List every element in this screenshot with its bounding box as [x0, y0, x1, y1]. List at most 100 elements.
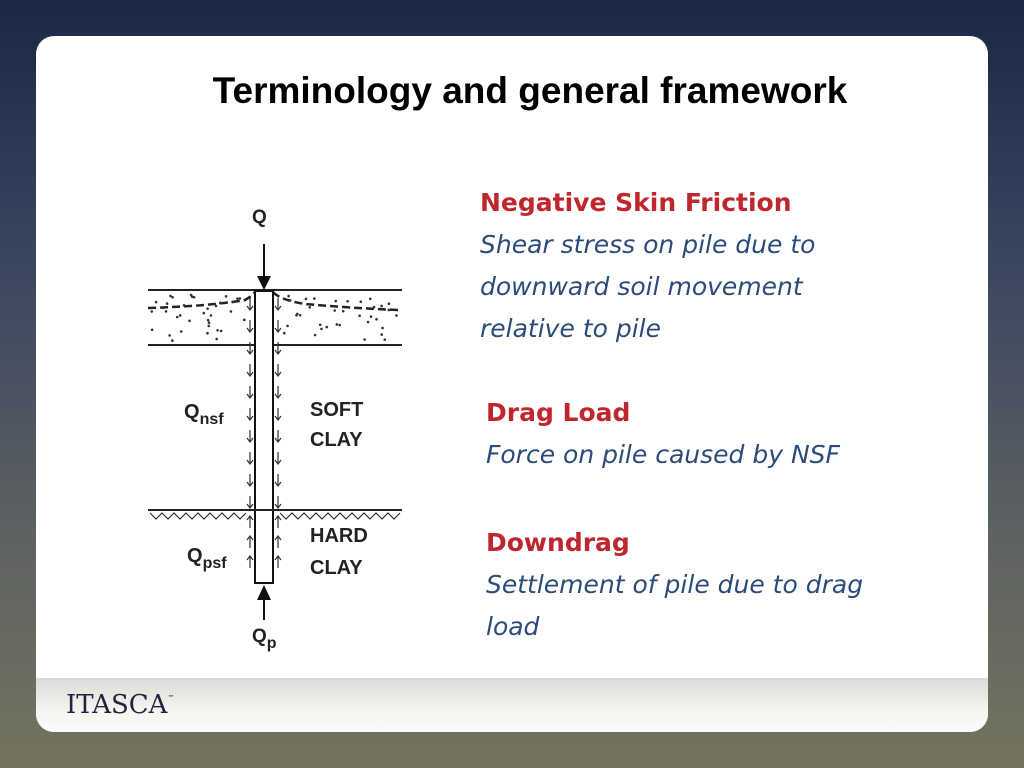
sand-dot	[188, 319, 191, 323]
definition-line: Force on pile caused by NSF	[486, 440, 840, 469]
sand-dot	[216, 328, 219, 332]
trademark: ™	[167, 694, 175, 702]
sand-dot	[313, 297, 316, 300]
negative-friction-arrow	[274, 430, 282, 443]
logo-text: ITASCA	[66, 690, 168, 720]
sand-dot	[224, 295, 228, 298]
label-hard-clay: CLAY	[310, 557, 363, 579]
sand-dot	[238, 297, 242, 300]
definition-line: Settlement of pile due to drag	[486, 570, 864, 599]
sand-dot	[372, 305, 376, 309]
sand-dot	[304, 297, 308, 301]
sand-dot	[171, 295, 174, 299]
negative-friction-arrow	[274, 452, 282, 465]
sand-dot	[242, 318, 246, 322]
sand-dot	[338, 323, 342, 327]
sand-dot	[165, 302, 169, 305]
definition-line: load	[486, 612, 540, 641]
sand-dot	[236, 297, 239, 300]
sand-dot	[318, 323, 322, 327]
term-heading: Drag Load	[486, 398, 631, 427]
pile-diagram: Q Qnsf Qpsf SOFT CLAY HARD CLAY Qp	[147, 207, 402, 652]
sand-dot	[335, 323, 339, 326]
sand-dot	[368, 297, 372, 301]
sand-dot	[189, 293, 193, 297]
negative-friction-arrow	[246, 452, 254, 465]
sand-dot	[287, 294, 290, 298]
definition-line: relative to pile	[480, 314, 661, 343]
negative-friction-arrow	[246, 364, 254, 377]
sand-dot	[286, 324, 289, 328]
positive-friction-arrow	[274, 555, 282, 568]
label-q: Q	[252, 207, 267, 228]
sand-dot	[387, 302, 391, 306]
sand-dot	[381, 326, 384, 330]
sand-dot	[282, 331, 286, 335]
load-arrowhead	[257, 276, 271, 290]
sand-dot	[358, 314, 361, 318]
negative-friction-arrow	[274, 408, 282, 421]
label-soft-clay: CLAY	[310, 429, 363, 451]
sand-dot	[383, 338, 387, 341]
sand-dot	[369, 315, 373, 318]
definition-nsf: Negative Skin Friction Shear stress on p…	[480, 182, 815, 350]
positive-friction-arrow	[274, 535, 282, 548]
itasca-logo: ITASCA™	[66, 690, 174, 720]
sand-dot	[298, 313, 302, 317]
negative-friction-arrow	[246, 408, 254, 421]
sand-dot	[341, 309, 345, 313]
label-hard: HARD	[310, 525, 368, 547]
sand-dot	[395, 314, 398, 317]
positive-friction-arrow	[246, 535, 254, 548]
sand-dot	[150, 310, 154, 313]
sand-dot	[182, 303, 186, 307]
sand-dot	[161, 306, 165, 310]
sand-dot	[164, 310, 168, 313]
sand-dot	[219, 329, 223, 333]
term-heading: Downdrag	[486, 528, 630, 557]
friction-arrows	[246, 298, 282, 568]
sand-dot	[359, 300, 363, 303]
sand-dots	[150, 293, 398, 342]
definition-downdrag: Downdrag Settlement of pile due to drag …	[486, 522, 863, 648]
sand-dot	[334, 299, 338, 303]
sand-dot	[325, 325, 329, 329]
negative-friction-arrow	[274, 386, 282, 399]
sand-dot	[207, 324, 211, 328]
sand-dot	[333, 309, 337, 312]
sand-dot	[206, 307, 209, 310]
slide-card: ITASCA™	[36, 36, 988, 732]
sand-dot	[313, 333, 317, 337]
sand-dot	[178, 314, 182, 317]
settlement-dashed-line	[147, 291, 399, 312]
definition-line: downward soil movement	[480, 272, 803, 301]
negative-friction-arrow	[246, 386, 254, 399]
sand-dot	[380, 304, 383, 308]
negative-friction-arrow	[246, 474, 254, 487]
sand-dot	[169, 294, 172, 298]
sand-dot	[288, 299, 292, 302]
sand-dot	[179, 330, 183, 333]
sand-dot	[380, 333, 384, 336]
sand-dot	[308, 306, 312, 309]
sand-dot	[171, 339, 174, 342]
sand-dot	[206, 331, 209, 335]
sand-dot	[175, 315, 179, 319]
sand-dot	[154, 300, 158, 304]
sand-dot	[295, 313, 298, 317]
label-qnsf: Qnsf	[184, 401, 224, 428]
page-title: Terminology and general framework	[212, 70, 848, 111]
negative-friction-arrow	[274, 342, 282, 355]
label-qp: Qp	[252, 626, 277, 652]
sand-dot	[218, 301, 222, 305]
sand-dot	[150, 328, 154, 332]
definition-drag-load: Drag Load Force on pile caused by NSF	[486, 392, 840, 476]
sand-dot	[346, 299, 349, 303]
negative-friction-arrow	[274, 496, 282, 509]
negative-friction-arrow	[246, 320, 254, 333]
sand-dot	[363, 338, 366, 341]
negative-friction-arrow	[246, 342, 254, 355]
negative-friction-arrow	[274, 474, 282, 487]
sand-dot	[375, 317, 378, 321]
sand-dot	[229, 310, 233, 313]
